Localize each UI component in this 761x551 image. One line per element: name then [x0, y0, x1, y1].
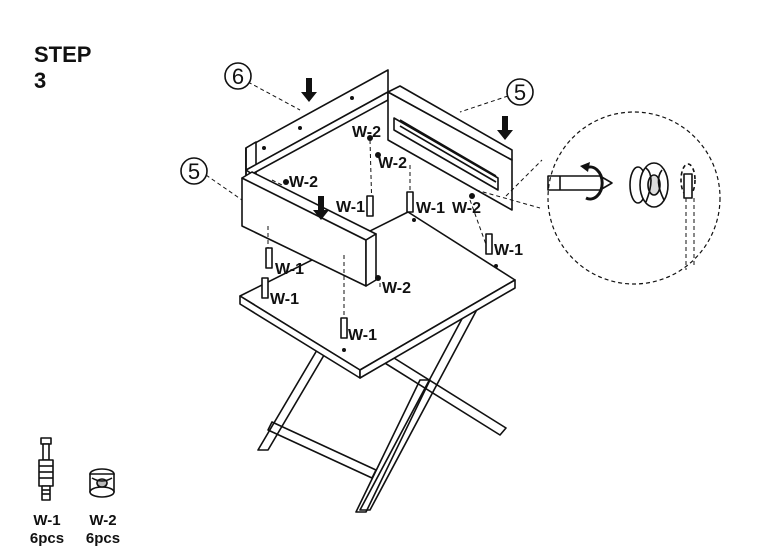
- right-side-board: [387, 85, 513, 211]
- arrow-down-icon: [301, 78, 317, 102]
- table-top: [239, 211, 516, 379]
- label-w2: W-2: [382, 280, 411, 297]
- arrow-down-icon: [313, 196, 329, 220]
- label-w1: W-1: [270, 291, 299, 308]
- callout-5-right: 5: [514, 80, 526, 105]
- legend-w2: W-2 6pcs: [76, 512, 130, 548]
- dowel-tip-icon: [680, 163, 696, 270]
- cam-fittings: [262, 96, 498, 352]
- dowel-icon: [366, 195, 374, 217]
- dowel-icon: [406, 191, 414, 213]
- detail-inset: [547, 111, 721, 285]
- fitting-labels: W-2 W-2 W-2 W-1 W-1 W-2 W-1 W-1 W-2 W-1 …: [270, 124, 523, 344]
- legend-qty: 6pcs: [29, 530, 65, 547]
- label-w2: W-2: [289, 174, 318, 191]
- legend-icons: [38, 437, 115, 501]
- push-arrows: [301, 78, 513, 220]
- legend-w1: W-1 6pcs: [20, 512, 74, 548]
- label-w1: W-1: [336, 199, 365, 216]
- dowel-icon: [265, 247, 273, 269]
- callout-5-left: 5: [188, 159, 200, 184]
- label-w1: W-1: [416, 200, 445, 217]
- dowel-icon: [261, 277, 269, 299]
- label-w2: W-2: [378, 155, 407, 172]
- step-title: STEP 3: [34, 42, 91, 94]
- step-number: 3: [34, 68, 47, 93]
- left-side-board: [241, 171, 377, 287]
- legend-code: W-2: [89, 512, 117, 529]
- dowel-screw-icon: [38, 437, 54, 501]
- part-callouts: 6 5 5: [180, 62, 534, 185]
- step-label: STEP: [34, 42, 92, 67]
- label-w1: W-1: [494, 242, 523, 259]
- legend-qty: 6pcs: [85, 530, 121, 547]
- label-w2: W-2: [452, 200, 481, 217]
- label-w1: W-1: [275, 261, 304, 278]
- dowel-icon: [485, 233, 493, 255]
- legend-code: W-1: [33, 512, 61, 529]
- dowel-fittings: [261, 191, 493, 339]
- screwdriver-icon: [547, 162, 613, 201]
- callout-6: 6: [232, 64, 244, 89]
- label-w1: W-1: [348, 327, 377, 344]
- cam-lock-icon: [629, 162, 669, 208]
- dowel-icon: [340, 317, 348, 339]
- label-w2: W-2: [352, 124, 381, 141]
- arrow-down-icon: [497, 116, 513, 140]
- cam-lock-icon: [89, 468, 115, 498]
